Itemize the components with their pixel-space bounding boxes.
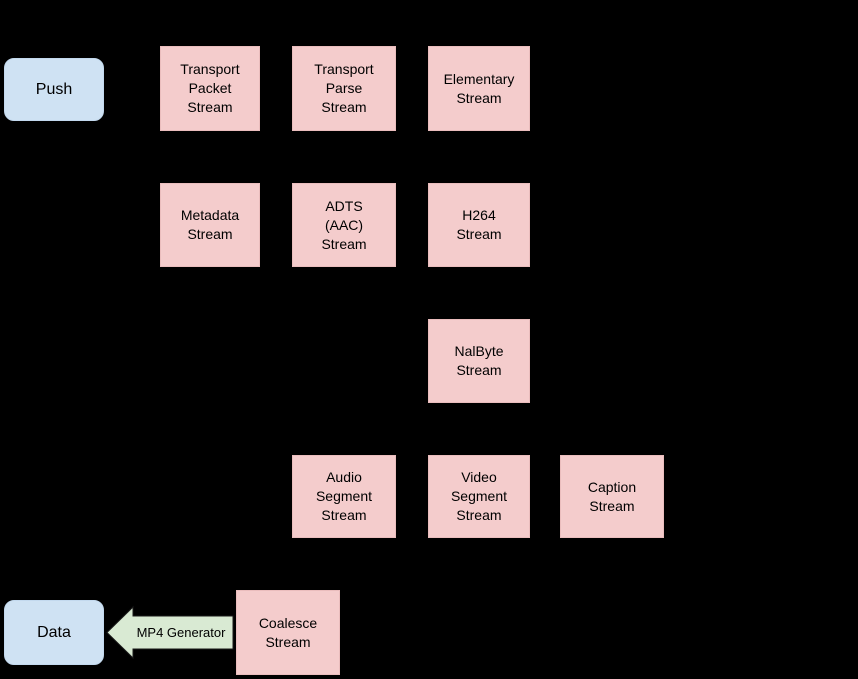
node-caption-stream: Caption Stream xyxy=(560,455,664,538)
node-coalesce-stream: Coalesce Stream xyxy=(236,590,340,675)
node-label: Audio Segment Stream xyxy=(315,469,373,523)
node-label: Metadata Stream xyxy=(180,207,240,242)
node-label: H264 Stream xyxy=(456,207,502,242)
node-label: Caption Stream xyxy=(587,478,637,514)
node-label: ADTS (AAC) Stream xyxy=(321,197,367,252)
node-h264-stream: H264 Stream xyxy=(428,183,530,267)
terminal-data: Data xyxy=(4,600,104,665)
node-label: NalByte Stream xyxy=(454,343,504,378)
mp4-generator-arrow: MP4 Generator xyxy=(106,604,234,661)
node-transport-parse-stream: Transport Parse Stream xyxy=(292,46,396,131)
node-adts-aac-stream: ADTS (AAC) Stream xyxy=(292,183,396,267)
node-audio-segment-stream: Audio Segment Stream xyxy=(292,455,396,538)
node-label: Transport Packet Stream xyxy=(180,61,240,115)
terminal-push: Push xyxy=(4,58,104,121)
terminal-push-label: Push xyxy=(35,80,73,98)
node-video-segment-stream: Video Segment Stream xyxy=(428,455,530,538)
node-label: Transport Parse Stream xyxy=(314,61,374,115)
node-nalbyte-stream: NalByte Stream xyxy=(428,319,530,403)
node-label: Coalesce Stream xyxy=(258,614,318,650)
mp4-generator-label: MP4 Generator xyxy=(136,625,226,640)
node-elementary-stream: Elementary Stream xyxy=(428,46,530,131)
left-block-arrow-icon xyxy=(106,605,234,660)
node-metadata-stream: Metadata Stream xyxy=(160,183,260,267)
node-label: Elementary Stream xyxy=(443,70,515,106)
terminal-data-label: Data xyxy=(37,623,71,641)
node-transport-packet-stream: Transport Packet Stream xyxy=(160,46,260,131)
node-label: Video Segment Stream xyxy=(450,469,508,523)
